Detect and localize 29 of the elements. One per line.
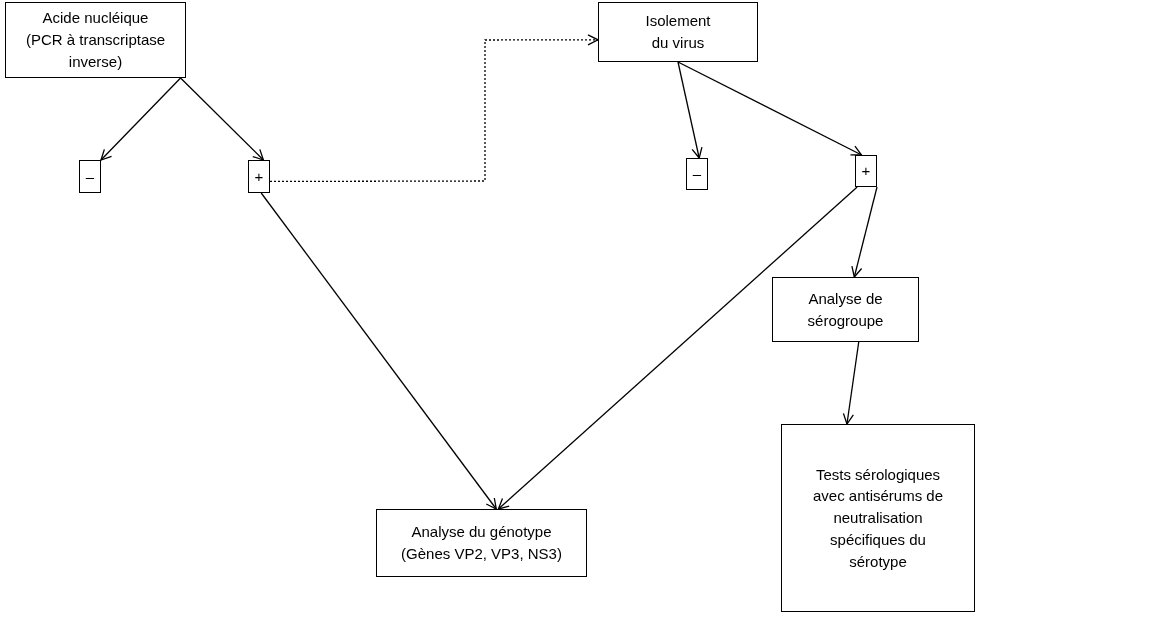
arrow xyxy=(851,186,878,278)
arrow xyxy=(269,34,599,183)
result-box xyxy=(248,160,270,193)
arrow xyxy=(677,61,703,159)
node-text: – xyxy=(85,166,95,187)
arrow xyxy=(100,77,182,161)
arrow xyxy=(260,192,497,510)
process-box xyxy=(376,509,587,577)
node-text: + xyxy=(254,166,264,187)
node-text: Acide nucléique xyxy=(42,8,149,29)
result-box xyxy=(855,155,877,187)
process-box xyxy=(772,277,919,342)
node-text: + xyxy=(861,161,871,182)
node-text: Tests sérologiques avec antisérums de neutralisation spécifiques du sérotype xyxy=(811,464,945,572)
node-text: (Gènes VP2, VP3, NS3) xyxy=(401,544,562,564)
arrow xyxy=(497,186,858,510)
node-text: – xyxy=(692,164,702,185)
node-text: Analyse du génotype xyxy=(411,522,552,543)
arrow xyxy=(842,341,860,425)
arrow xyxy=(677,61,863,156)
node-text: (PCR à transcriptase inverse) xyxy=(24,30,167,72)
process-box xyxy=(598,2,758,62)
result-box xyxy=(686,158,708,190)
arrow xyxy=(179,77,265,161)
process-box xyxy=(5,2,186,78)
node-text: Isolement du virus xyxy=(644,11,712,53)
node-text: Analyse de sérogroupe xyxy=(806,288,885,331)
result-box xyxy=(79,160,101,193)
process-box xyxy=(781,424,975,612)
